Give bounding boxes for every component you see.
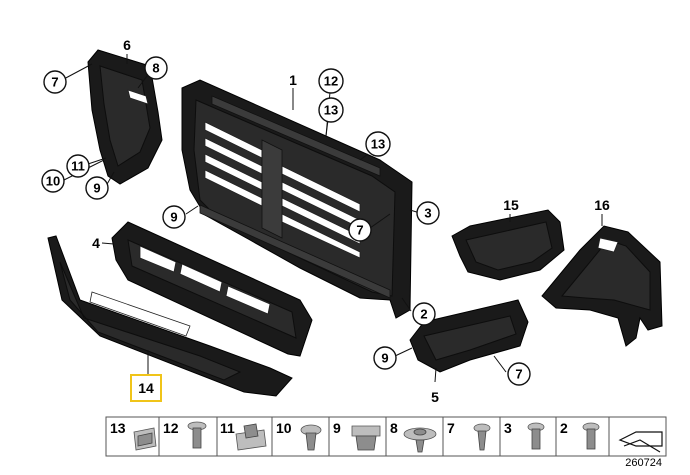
svg-text:14: 14	[138, 380, 154, 396]
label-1: 1	[289, 72, 297, 88]
callout-14-highlighted: 14	[130, 374, 162, 402]
callout-9-frame: 9	[162, 205, 186, 229]
expanding-nut-icon	[403, 427, 437, 453]
callout-7-bracket: 7	[507, 362, 531, 386]
rivet-icon	[473, 423, 491, 451]
hardware-strip: 13 12 11 10 9 8 7 3 2	[105, 416, 667, 457]
part-duct-15	[451, 209, 565, 281]
reference-number: 260724	[625, 457, 662, 469]
svg-text:7: 7	[356, 223, 363, 238]
label-16: 16	[594, 197, 610, 213]
label-15: 15	[503, 197, 519, 213]
part-bracket-5	[409, 299, 529, 373]
label-4: 4	[92, 235, 100, 251]
clip-nut-icon	[133, 427, 157, 451]
svg-text:7: 7	[515, 367, 522, 382]
callout-2: 2	[412, 302, 436, 326]
svg-text:12: 12	[324, 74, 338, 89]
callout-8: 8	[144, 56, 168, 80]
screw-icon	[527, 422, 545, 450]
spacer-symbol-icon	[618, 431, 663, 453]
hardware-label-3: 3	[504, 420, 512, 436]
svg-text:11: 11	[71, 159, 85, 174]
hardware-label-12: 12	[163, 420, 179, 436]
screw-icon	[187, 421, 207, 449]
part-air-duct-left-6	[87, 49, 163, 185]
svg-text:7: 7	[51, 75, 58, 90]
svg-text:2: 2	[420, 307, 427, 322]
svg-text:13: 13	[371, 137, 385, 152]
label-6: 6	[123, 37, 131, 53]
callout-3: 3	[416, 201, 440, 225]
hardware-label-7: 7	[447, 420, 455, 436]
callout-7-top: 7	[43, 70, 67, 94]
hardware-label-13: 13	[110, 420, 126, 436]
clip-icon	[351, 425, 381, 451]
svg-text:3: 3	[424, 206, 431, 221]
callout-9-bracket: 9	[373, 346, 397, 370]
screw-icon	[582, 422, 600, 450]
callout-9-left: 9	[85, 176, 109, 200]
callout-11: 11	[66, 154, 90, 178]
expanding-rivet-icon	[300, 424, 322, 451]
svg-text:10: 10	[46, 174, 60, 189]
hardware-label-9: 9	[333, 420, 341, 436]
label-5: 5	[431, 389, 439, 405]
hardware-label-10: 10	[276, 420, 292, 436]
svg-text:8: 8	[152, 61, 159, 76]
part-lower-trim-14	[47, 235, 293, 397]
hardware-label-2: 2	[560, 420, 568, 436]
callout-13-upper: 13	[318, 97, 344, 123]
part-air-guide-4	[111, 221, 313, 357]
svg-text:9: 9	[381, 351, 388, 366]
callout-13-lower: 13	[365, 131, 391, 157]
callout-12: 12	[318, 68, 344, 94]
hardware-label-11: 11	[220, 420, 235, 436]
callout-7-frame: 7	[348, 218, 372, 242]
callout-10: 10	[41, 169, 65, 193]
svg-text:9: 9	[93, 181, 100, 196]
svg-text:13: 13	[324, 103, 338, 118]
part-air-duct-right-16	[541, 225, 663, 347]
svg-text:9: 9	[170, 210, 177, 225]
hardware-label-8: 8	[390, 420, 398, 436]
clip-nut-icon	[235, 423, 267, 451]
part-frame-1	[181, 79, 413, 319]
